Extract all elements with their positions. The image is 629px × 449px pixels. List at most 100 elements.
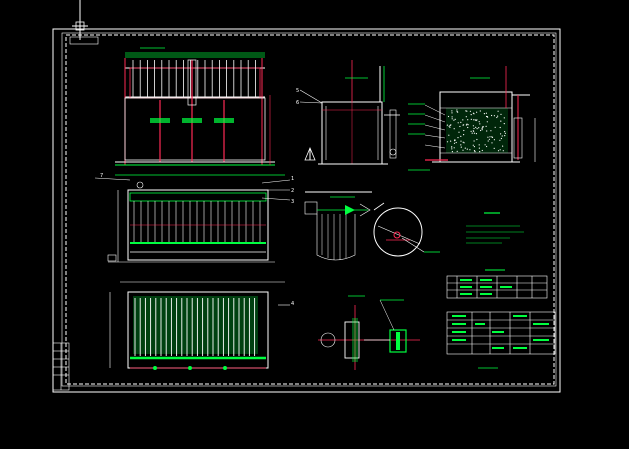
filter-media-dot — [500, 113, 502, 115]
filter-media-dot — [478, 144, 480, 146]
filter-media-dot — [487, 116, 489, 118]
filter-media-dot — [497, 110, 499, 112]
filter-media-dot — [453, 142, 456, 144]
filter-media-dot — [504, 135, 506, 137]
plan-view-upper — [107, 174, 285, 263]
filter-media-dot — [502, 145, 504, 147]
filter-media-dot — [472, 125, 474, 127]
filter-media-dot — [480, 129, 482, 132]
sheet-border — [52, 28, 561, 393]
filter-media-dot — [485, 115, 488, 118]
filter-media-dot — [457, 122, 459, 124]
balloon-4: 4 — [291, 301, 294, 307]
filter-media-dot — [469, 110, 471, 112]
filter-media-dot — [456, 111, 458, 113]
filter-media-dot — [469, 149, 471, 151]
filter-media-dot — [473, 140, 475, 142]
filter-media-dot — [486, 130, 488, 132]
filter-media-dot — [467, 119, 469, 121]
filter-media-dot — [493, 139, 495, 141]
filter-media-dot — [451, 118, 453, 120]
filter-media-dot — [451, 110, 453, 112]
filter-media-dot — [451, 116, 453, 118]
filter-media-dot — [499, 139, 501, 141]
filter-media-dot — [473, 119, 475, 121]
filter-media-dot — [501, 135, 503, 137]
filter-media-dot — [460, 146, 462, 148]
filter-media-dot — [475, 133, 477, 135]
filter-media-dot — [483, 113, 485, 115]
filter-media-dot — [446, 124, 448, 126]
filter-media-dot — [455, 141, 457, 144]
filter-media-dot — [481, 127, 483, 130]
filter-media-dot — [472, 112, 474, 114]
balloon-6: 6 — [296, 100, 299, 106]
filter-media-dot — [448, 125, 450, 127]
filter-media-dot — [465, 116, 467, 118]
filter-media-dot — [494, 126, 496, 128]
filter-media-dot — [475, 126, 477, 128]
filter-media-dot — [458, 131, 460, 133]
balloon-3: 3 — [291, 199, 294, 205]
filter-media-dot — [472, 144, 474, 146]
filter-media-dot — [491, 136, 493, 138]
balloon-7: 7 — [100, 173, 103, 179]
filter-media-dot — [474, 119, 476, 121]
detail-bolt-c — [318, 295, 420, 370]
filter-media-dot — [491, 114, 493, 117]
filter-media-dot — [463, 129, 465, 132]
filter-media-dot — [504, 131, 506, 133]
filter-media-dot — [462, 149, 464, 151]
title-block — [446, 311, 556, 369]
filter-media-dot — [493, 115, 495, 117]
filter-media-dot — [503, 117, 505, 119]
filter-media-dot — [451, 146, 453, 148]
filter-media-dot — [460, 135, 462, 137]
filter-media-dot — [478, 121, 480, 123]
left-title-strip — [52, 36, 99, 391]
filter-media-dot — [473, 132, 475, 134]
filter-media-dot — [462, 141, 464, 143]
filter-media-dot — [490, 130, 492, 132]
filter-media-dot — [491, 142, 493, 144]
filter-media-dot — [466, 123, 468, 125]
filter-media-dot — [446, 141, 449, 143]
filter-media-dot — [487, 136, 489, 138]
filter-media-dot — [470, 130, 472, 132]
front-elevation-view — [115, 47, 275, 166]
filter-media-dot — [460, 144, 462, 146]
filter-media-dot — [481, 129, 483, 131]
filter-media-dot — [499, 126, 501, 129]
balloon-5: 5 — [296, 88, 299, 94]
filter-media-dot — [456, 109, 458, 111]
filter-media-dot — [478, 147, 480, 149]
filter-media-dot — [456, 150, 458, 152]
balloon-2: 2 — [291, 188, 294, 194]
filter-media-dot — [486, 145, 488, 148]
filter-media-dot — [489, 136, 491, 138]
filter-media-dot — [503, 123, 505, 125]
filter-media-dot — [478, 127, 480, 129]
filter-media-dot — [500, 133, 502, 135]
filter-media-dot — [473, 127, 475, 130]
filter-media-dot — [500, 137, 502, 140]
filter-media-dot — [471, 132, 473, 134]
filter-media-dot — [453, 119, 455, 121]
filter-media-dot — [488, 138, 490, 140]
filter-media-dot — [482, 126, 484, 128]
filter-media-dot — [499, 149, 501, 151]
filter-media-dot — [470, 118, 472, 120]
filter-media-dot — [466, 110, 468, 112]
filter-media-dot — [447, 115, 450, 118]
filter-media-dot — [453, 128, 455, 130]
filter-media-dot — [497, 150, 500, 152]
detail-circle-b — [373, 202, 440, 257]
filter-media-dot — [464, 147, 466, 149]
filter-media-dot — [481, 149, 483, 152]
filter-media-dot — [473, 150, 476, 152]
part-balloons: 7 1 2 3 4 5 6 — [94, 88, 323, 307]
filter-media-dot — [479, 110, 481, 112]
filter-media-dot — [463, 124, 465, 126]
filter-media-dot — [462, 119, 464, 121]
